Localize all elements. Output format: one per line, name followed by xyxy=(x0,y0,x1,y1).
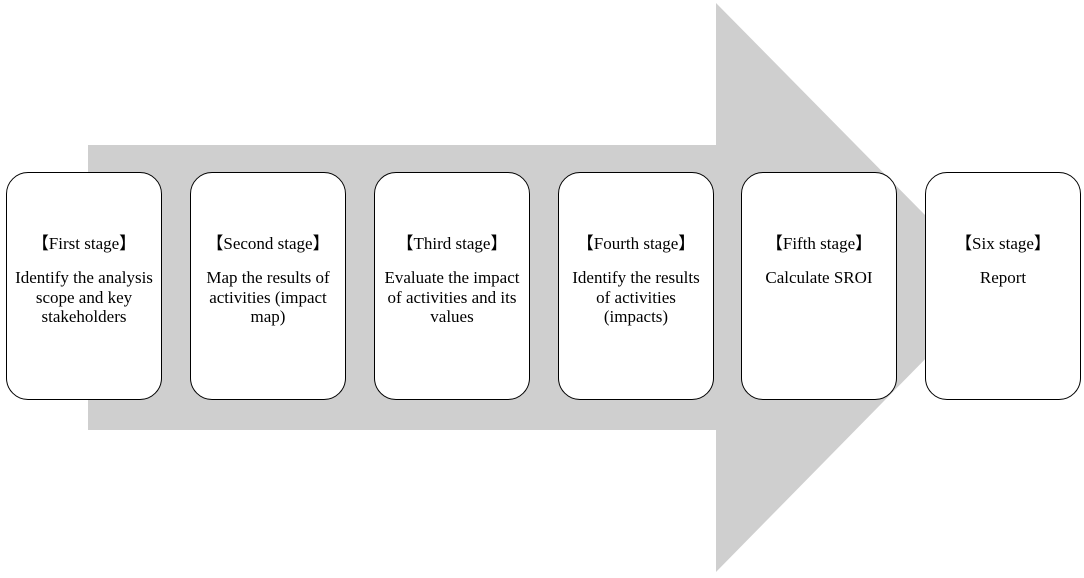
stage-title: 【Fourth stage】 xyxy=(576,234,696,253)
stage-description: Map the results of activities (impact ma… xyxy=(206,268,330,326)
stage-box-second: 【Second stage】 Map the results of activi… xyxy=(190,172,346,400)
stage-box-third: 【Third stage】 Evaluate the impact of act… xyxy=(374,172,530,400)
stage-title: 【Second stage】 xyxy=(206,234,330,253)
stage-title: 【Third stage】 xyxy=(396,234,508,253)
stage-description: Identify the results of activities (impa… xyxy=(572,268,700,326)
stage-description: Identify the analysis scope and key stak… xyxy=(15,268,153,326)
stage-box-fifth: 【Fifth stage】 Calculate SROI xyxy=(741,172,897,400)
stage-title: 【Six stage】 xyxy=(955,234,1051,253)
stage-title: 【First stage】 xyxy=(31,234,137,253)
stage-title: 【Fifth stage】 xyxy=(765,234,873,253)
stage-description: Report xyxy=(979,268,1027,287)
stage-box-sixth: 【Six stage】 Report xyxy=(925,172,1081,400)
stage-description: Evaluate the impact of activities and it… xyxy=(384,268,520,326)
stage-description: Calculate SROI xyxy=(765,268,873,287)
stage-box-first: 【First stage】 Identify the analysis scop… xyxy=(6,172,162,400)
stage-box-fourth: 【Fourth stage】 Identify the results of a… xyxy=(558,172,714,400)
